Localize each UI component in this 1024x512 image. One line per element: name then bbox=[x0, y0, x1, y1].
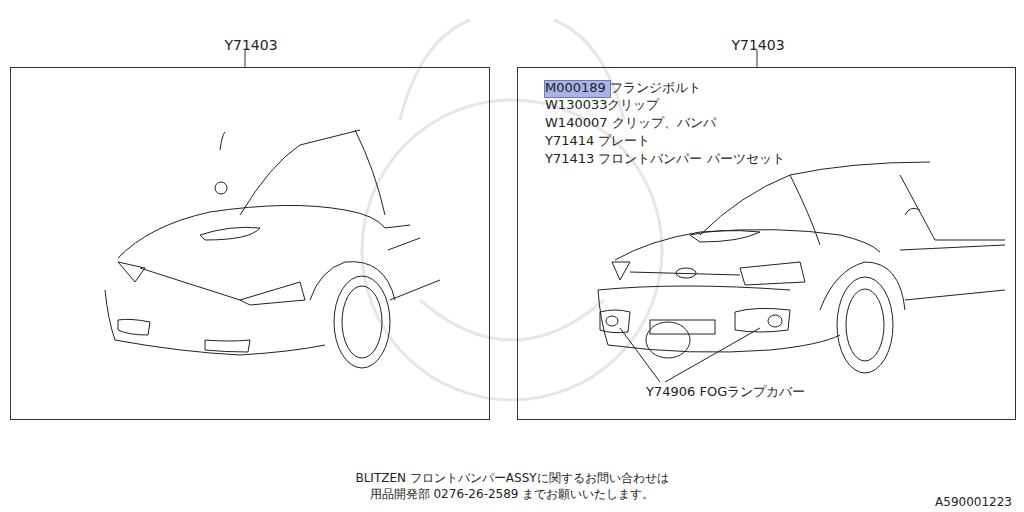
note-text: 用品開発部 0276-26-2589 までお願いいたします。 bbox=[370, 486, 655, 502]
part-name: W140007 クリップ、バンパ bbox=[545, 115, 716, 131]
car-right bbox=[598, 162, 1005, 373]
watermark bbox=[362, 20, 662, 400]
part-name: W130033クリップ bbox=[545, 97, 659, 113]
note-text: BLITZEN フロントバンパーASSYに関するお問い合わせは bbox=[355, 470, 668, 486]
part-number-heading: Y71403 bbox=[224, 37, 277, 53]
panel-box: Y71403M000189 フランジボルトW130033クリップW140007 … bbox=[517, 67, 1016, 420]
part-name: Y74906 FOGランプカバー bbox=[646, 384, 805, 400]
part-name: Y71413 フロントバンパー パーツセット bbox=[545, 151, 785, 167]
part-name: Y71414 プレート bbox=[545, 133, 650, 149]
figure-number: A590001223 bbox=[935, 494, 1012, 510]
leader-line bbox=[620, 328, 760, 382]
part-name: M000189 フランジボルト bbox=[545, 80, 701, 96]
panel-box: Y71403 bbox=[10, 67, 490, 420]
part-number-heading: Y71403 bbox=[731, 37, 784, 53]
car-left bbox=[105, 130, 440, 368]
